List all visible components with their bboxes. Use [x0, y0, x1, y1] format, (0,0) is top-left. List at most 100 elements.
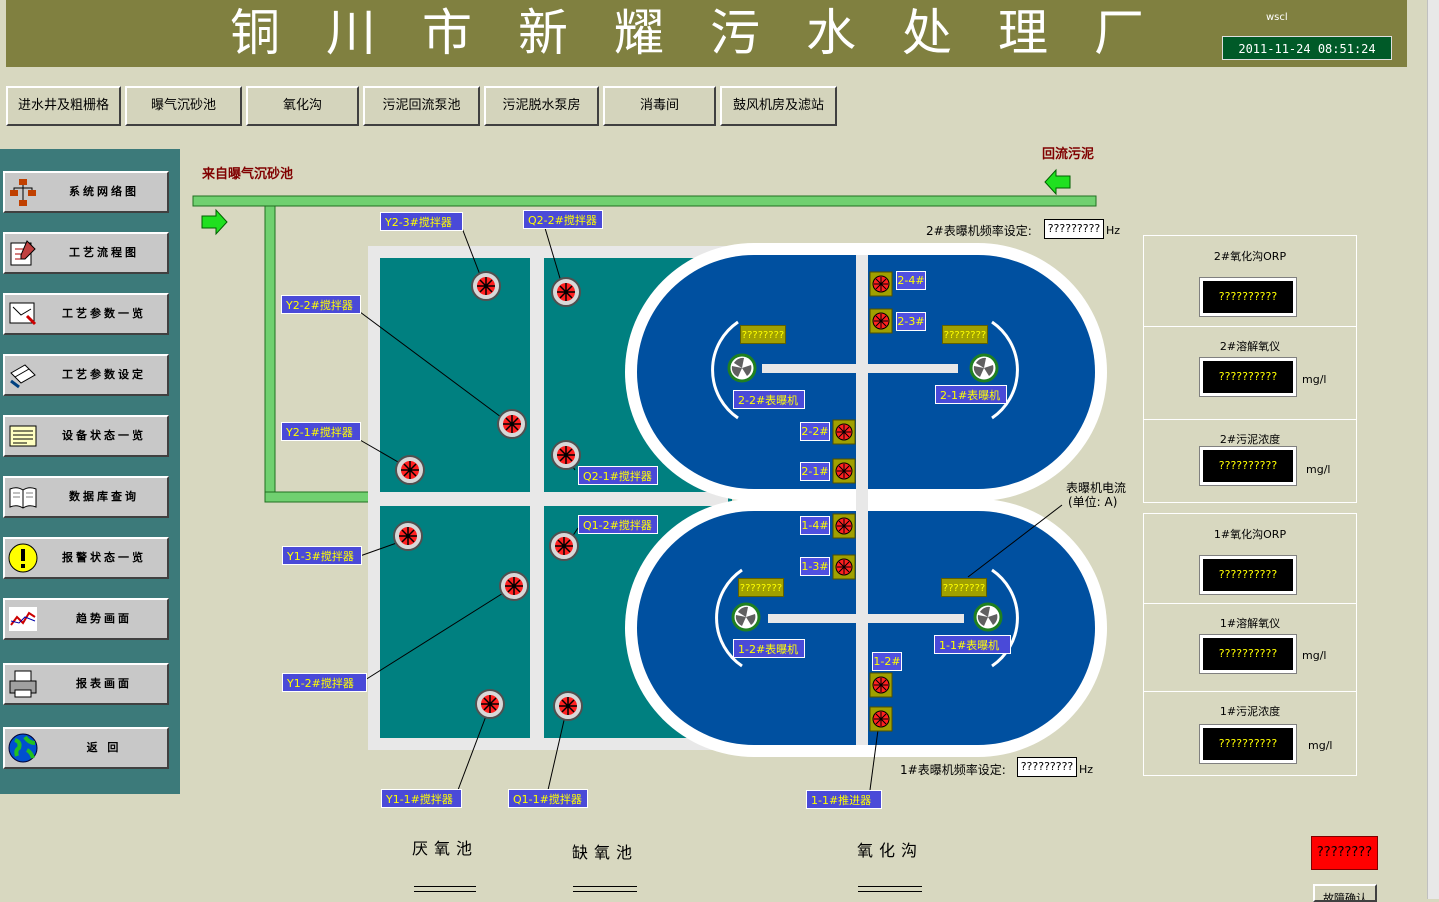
sidebar-item-label: 报表画面 [76, 677, 132, 690]
propeller-1-2-label[interactable]: 1-2# [872, 652, 902, 671]
ditch1-mlss-unit: mg/l [1308, 739, 1333, 752]
ditch2-mlss-unit: mg/l [1306, 463, 1331, 476]
aerator-2-1-current: ???????? [942, 325, 988, 344]
sidebar-item-device-status[interactable]: 设备状态一览 [3, 415, 169, 457]
tab-oxidation-ditch[interactable]: 氧化沟 [246, 86, 359, 126]
sidebar-item-label: 设备状态一览 [62, 429, 146, 442]
propeller-1-3-label[interactable]: 1-3# [800, 557, 830, 576]
aerator-1-1-label[interactable]: 1-1#表曝机 [934, 635, 1011, 654]
sidebar: 系统网络图 工艺流程图 工艺参数一览 工艺参数设定 设备状态一览 数据库查询 报… [0, 149, 180, 794]
ditch1-do-label: 1#溶解氧仪 [1219, 617, 1281, 630]
ditch1-do-row: 1#溶解氧仪 ?????????? mg/l [1144, 603, 1356, 692]
sidebar-item-label: 系统网络图 [69, 185, 139, 198]
ditch2-orp-value: ?????????? [1199, 277, 1297, 317]
sidebar-item-params-setting[interactable]: 工艺参数设定 [3, 354, 169, 396]
propeller-1-4-label[interactable]: 1-4# [800, 516, 830, 535]
aerator-current-unit: (单位: A) [1068, 495, 1118, 509]
ditch2-do-row: 2#溶解氧仪 ?????????? mg/l [1144, 326, 1356, 420]
trend-icon [9, 607, 37, 631]
anoxic-basin-label: 缺氧池 [572, 843, 639, 862]
mixer-y1-2-label[interactable]: Y1-2#搅拌器 [282, 673, 367, 692]
tab-disinfection[interactable]: 消毒间 [603, 86, 716, 126]
propeller-2-4-label[interactable]: 2-4# [896, 271, 926, 290]
ditch2-do-unit: mg/l [1302, 373, 1327, 386]
mixer-y2-3-label[interactable]: Y2-3#搅拌器 [380, 212, 463, 231]
anoxic-underline [573, 886, 637, 892]
mixer-y1-1-label[interactable]: Y1-1#搅拌器 [381, 789, 462, 808]
alarm-indicator: ???????? [1311, 836, 1378, 870]
anaerobic-underline [414, 886, 476, 892]
anaerobic-basin-label: 厌氧池 [412, 839, 479, 858]
mixer-q1-1-label[interactable]: Q1-1#搅拌器 [508, 789, 588, 808]
ditch2-orp-label: 2#氧化沟ORP [1213, 250, 1287, 263]
mixer-y2-2-label[interactable]: Y2-2#搅拌器 [281, 295, 361, 314]
propeller-2-3-label[interactable]: 2-3# [896, 312, 926, 331]
ditch1-orp-row: 1#氧化沟ORP ?????????? [1144, 514, 1356, 604]
mixer-q2-1-label[interactable]: Q2-1#搅拌器 [578, 466, 658, 485]
vertical-scrollbar[interactable] [1427, 0, 1439, 899]
datetime-display: 2011-11-24 08:51:24 [1222, 36, 1392, 60]
ditch2-mlss-label: 2#污泥浓度 [1219, 433, 1281, 446]
aerator-1-2-label[interactable]: 1-2#表曝机 [733, 639, 805, 658]
aerator-current-label: 表曝机电流 [1066, 481, 1127, 495]
sidebar-item-label: 趋势画面 [76, 612, 132, 625]
ditch2-mlss-row: 2#污泥浓度 ?????????? mg/l [1144, 419, 1356, 503]
ditch2-mlss-value: ?????????? [1199, 446, 1297, 486]
ditch2-orp-row: 2#氧化沟ORP ?????????? [1144, 236, 1356, 327]
propeller-2-1-label[interactable]: 2-1# [800, 462, 830, 481]
return-sludge-label: 回流污泥 [1042, 147, 1095, 162]
sidebar-item-label: 返 回 [86, 741, 122, 754]
ditch1-orp-label: 1#氧化沟ORP [1213, 528, 1287, 541]
mixer-q2-2-label[interactable]: Q2-2#搅拌器 [523, 210, 603, 229]
network-icon [10, 179, 36, 206]
sidebar-item-network[interactable]: 系统网络图 [3, 171, 169, 213]
tab-blower-room[interactable]: 鼓风机房及滤站 [720, 86, 837, 126]
user-name: wscl [1266, 12, 1288, 23]
aerator-1-2-current: ???????? [738, 578, 784, 597]
tab-inlet-well[interactable]: 进水井及粗栅格 [6, 86, 121, 126]
freq1-label: 1#表曝机频率设定: [900, 763, 1006, 777]
aerator-2-2-label[interactable]: 2-2#表曝机 [733, 390, 805, 409]
sidebar-item-params-list[interactable]: 工艺参数一览 [3, 293, 169, 335]
freq2-input[interactable]: ????????? [1044, 219, 1104, 239]
device-status-icon [9, 425, 37, 447]
sidebar-item-alarm[interactable]: 报警状态一览 [3, 537, 169, 579]
sidebar-item-return[interactable]: 返 回 [3, 727, 169, 769]
tab-sludge-return[interactable]: 污泥回流泵池 [363, 86, 480, 126]
sidebar-item-label: 数据库查询 [69, 490, 139, 503]
fault-ack-button[interactable]: 故障确认 [1313, 884, 1377, 902]
mixer-y1-3-label[interactable]: Y1-3#搅拌器 [282, 546, 362, 565]
propeller-2-2-label[interactable]: 2-2# [800, 422, 830, 441]
title-bar [6, 0, 1407, 67]
mixer-q1-2-label[interactable]: Q1-2#搅拌器 [578, 515, 658, 534]
sidebar-item-flowchart[interactable]: 工艺流程图 [3, 232, 169, 274]
ditch1-do-unit: mg/l [1302, 649, 1327, 662]
aerator-2-1-label[interactable]: 2-1#表曝机 [935, 385, 1007, 404]
propeller-1-1-label[interactable]: 1-1#推进器 [806, 790, 882, 809]
freq2-label: 2#表曝机频率设定: [926, 224, 1032, 238]
globe-icon [8, 733, 38, 763]
tab-sludge-dewater[interactable]: 污泥脱水泵房 [484, 86, 599, 126]
ditch1-orp-value: ?????????? [1199, 555, 1297, 595]
params-list-icon [9, 302, 37, 326]
aerator-2-2-current: ???????? [740, 325, 786, 344]
sidebar-item-report[interactable]: 报表画面 [3, 663, 169, 705]
page-title: 铜川市新耀污水处理厂 [230, 4, 1190, 62]
params-setting-icon [10, 364, 36, 389]
ditch1-instruments-panel: 1#氧化沟ORP ?????????? 1#溶解氧仪 ?????????? mg… [1143, 513, 1357, 776]
inlet-label: 来自曝气沉砂池 [202, 167, 294, 182]
sidebar-item-label: 工艺流程图 [69, 246, 139, 259]
ditch2-do-value: ?????????? [1199, 357, 1297, 397]
ditch1-do-value: ?????????? [1199, 634, 1297, 674]
tab-aerated-grit[interactable]: 曝气沉砂池 [125, 86, 242, 126]
printer-icon [9, 670, 37, 698]
oxidation-ditch-label: 氧化沟 [857, 841, 924, 860]
sidebar-item-trend[interactable]: 趋势画面 [3, 598, 169, 640]
ditch2-do-label: 2#溶解氧仪 [1219, 340, 1281, 353]
ditch1-mlss-label: 1#污泥浓度 [1219, 705, 1281, 718]
mixer-y2-1-label[interactable]: Y2-1#搅拌器 [281, 422, 361, 441]
ditch1-mlss-value: ?????????? [1199, 724, 1297, 764]
sidebar-item-database[interactable]: 数据库查询 [3, 476, 169, 518]
freq1-input[interactable]: ????????? [1017, 757, 1077, 777]
